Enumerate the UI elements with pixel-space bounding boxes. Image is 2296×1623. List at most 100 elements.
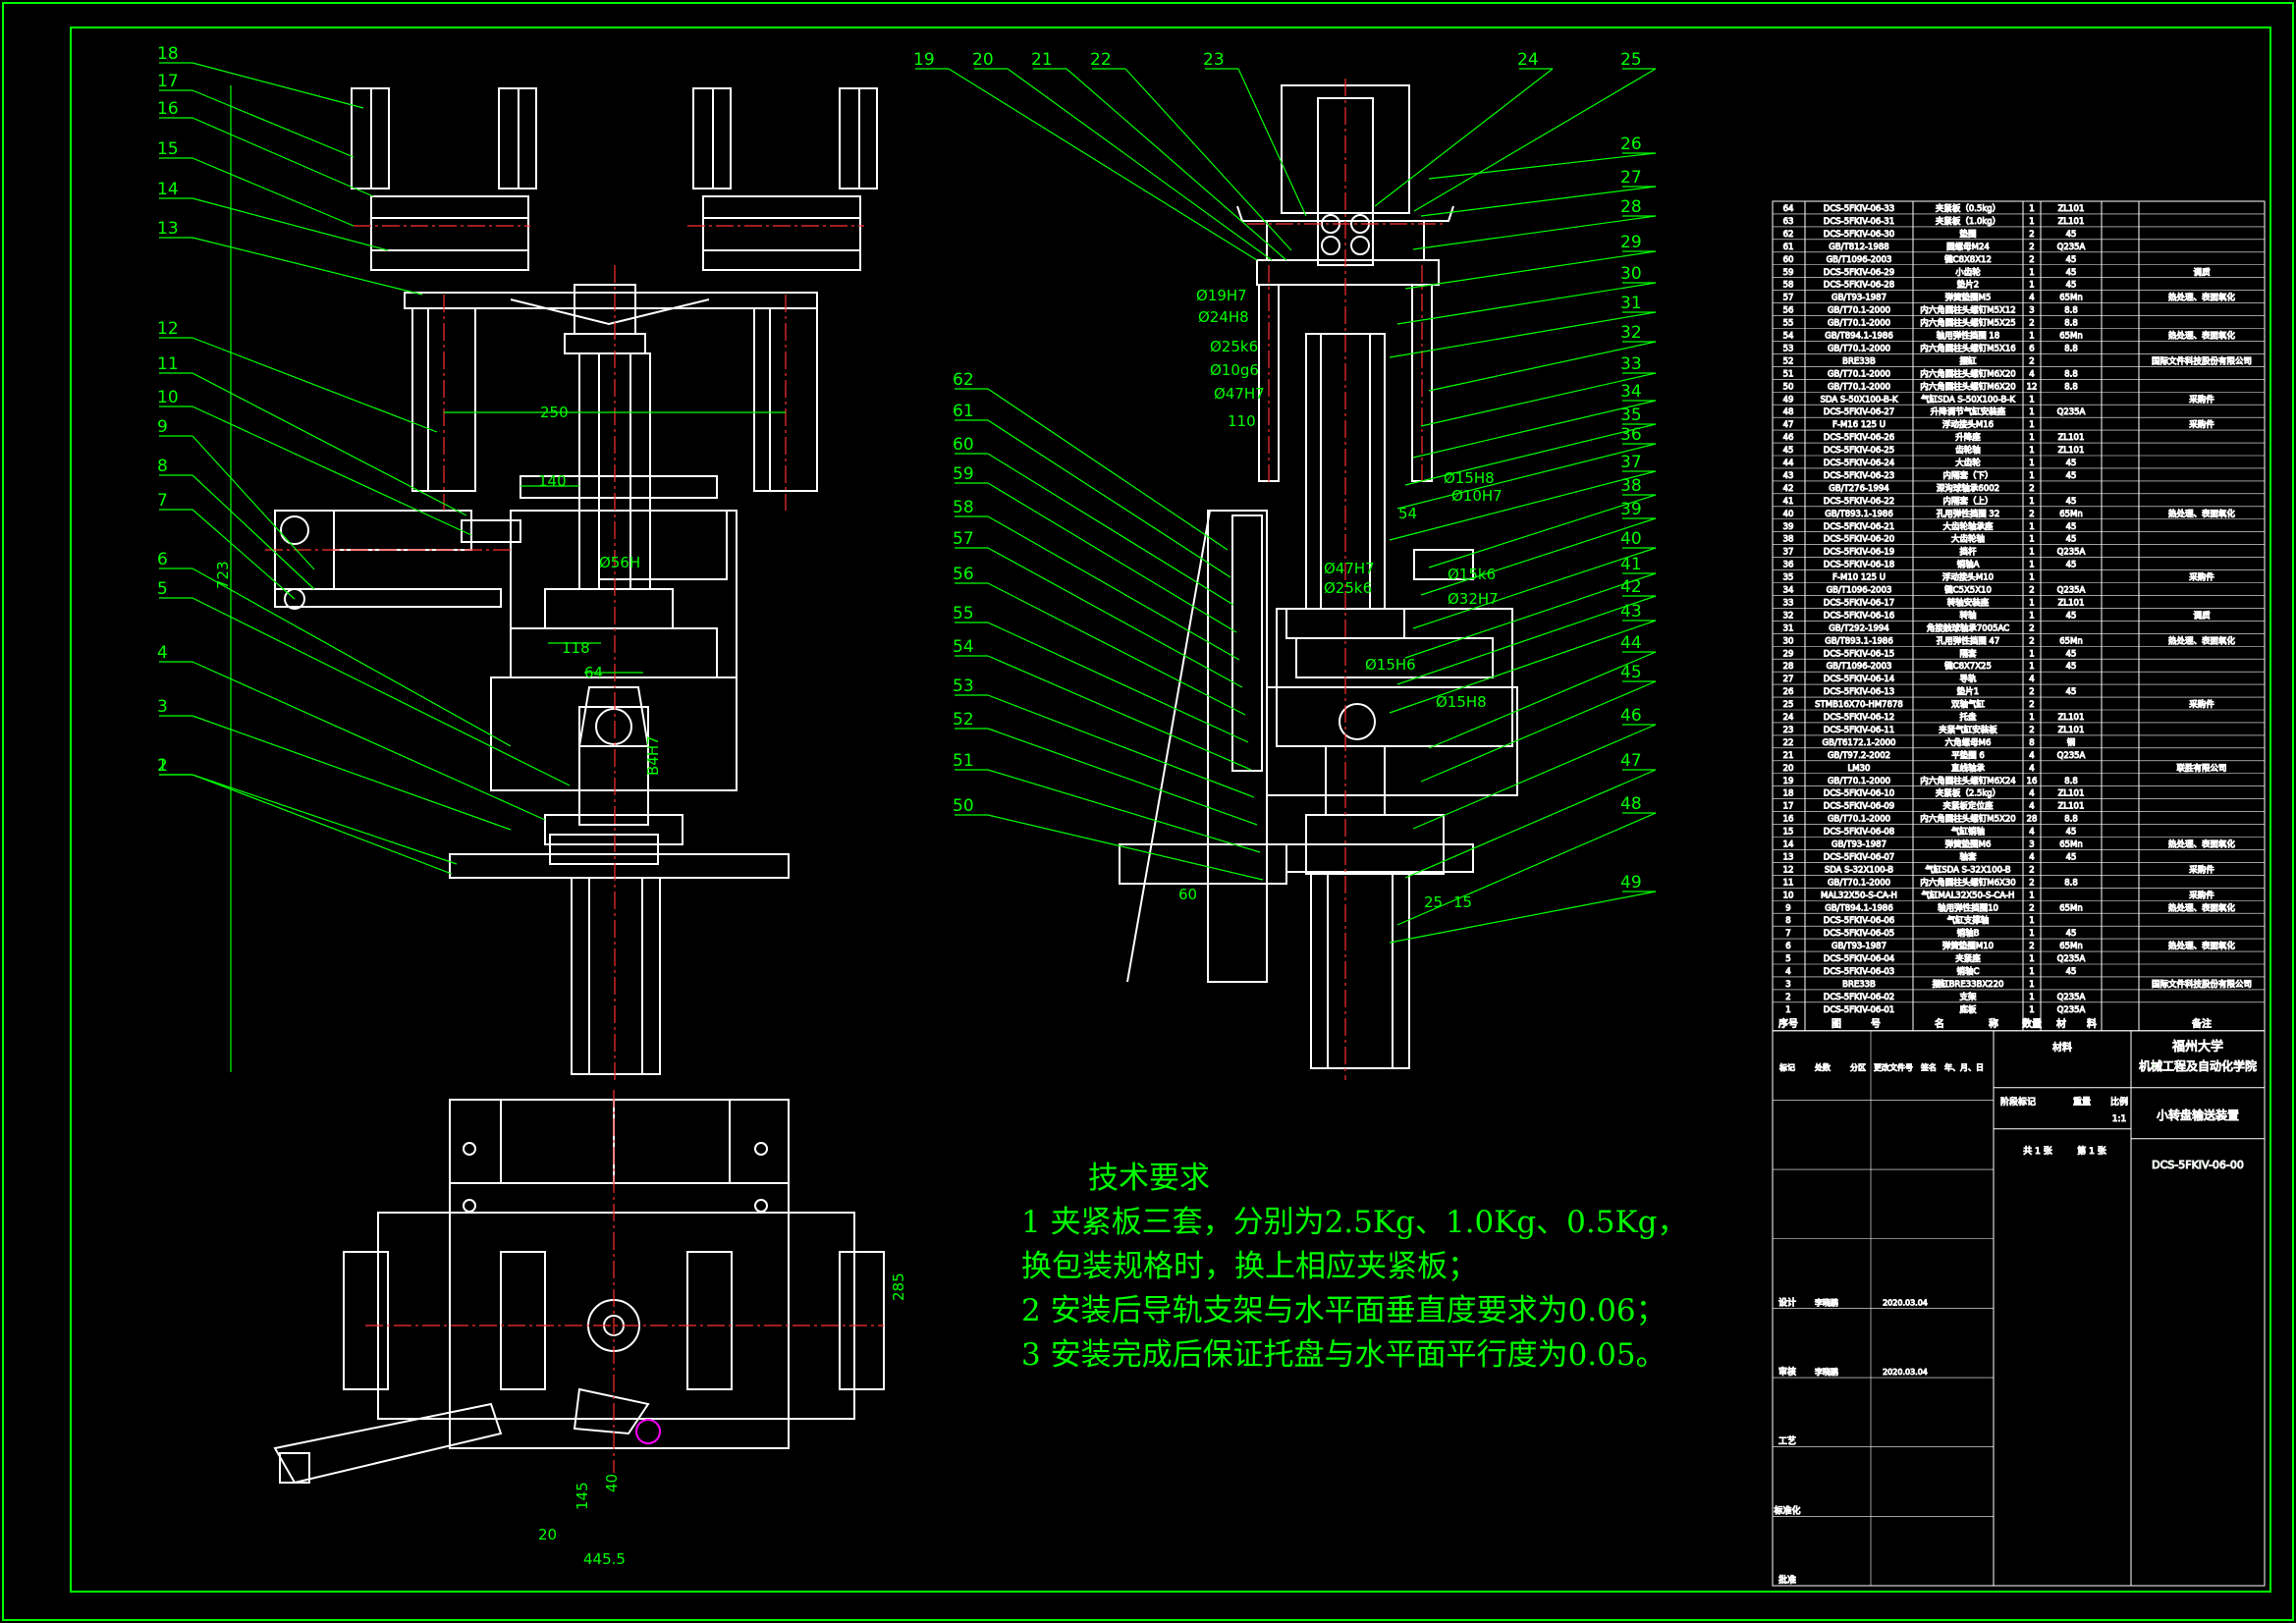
bom-cell-2-2: 支架 xyxy=(1959,992,1977,1002)
bom-cell-34-0: 34 xyxy=(1783,586,1794,596)
callout-16: 16 xyxy=(157,99,179,119)
dimension-right_view-9: Ø47H7 xyxy=(1324,560,1375,577)
bom-cell-7-3: 1 xyxy=(2029,929,2034,939)
dimension-left_view-1: 140 xyxy=(538,472,567,490)
bom-cell-43-4: 45 xyxy=(2066,471,2077,481)
bom-cell-4-4: 45 xyxy=(2066,967,2077,977)
callout-15: 15 xyxy=(157,139,179,159)
bom-cell-55-0: 55 xyxy=(1783,319,1794,329)
bom-cell-52-1: BRE33B xyxy=(1842,356,1876,366)
bom-cell-34-1: GB/T1096-2003 xyxy=(1827,586,1892,596)
top-view-centerlines xyxy=(365,1090,884,1473)
sheet-number: 第 1 张 xyxy=(2077,1145,2105,1157)
bom-cell-41-2: 内隔套（上） xyxy=(1942,496,1993,507)
row-label-4: 签名 xyxy=(1921,1062,1937,1072)
side-view-centerlines xyxy=(1247,79,1444,1080)
bom-cell-10-2: 气缸MAL32X50-S-CA-H xyxy=(1922,890,2015,900)
callout-47: 47 xyxy=(1620,751,1642,771)
bom-cell-62-1: DCS-5FKIV-06-30 xyxy=(1824,230,1894,240)
bom-cell-43-1: DCS-5FKIV-06-23 xyxy=(1824,471,1894,481)
bom-cell-5-4: Q235A xyxy=(2057,954,2086,964)
bom-cell-48-3: 1 xyxy=(2029,407,2034,417)
bom-cell-44-1: DCS-5FKIV-06-24 xyxy=(1824,459,1894,468)
bom-cell-12-0: 12 xyxy=(1783,865,1794,875)
callout-58: 58 xyxy=(953,498,974,517)
row-label-1: 处数 xyxy=(1815,1062,1831,1072)
bom-cell-40-0: 40 xyxy=(1783,510,1794,519)
bom-cell-40-1: GB/T893.1-1986 xyxy=(1825,510,1893,519)
dimension-right_view-12: Ø32H7 xyxy=(1448,590,1499,608)
callout-7: 7 xyxy=(157,491,168,511)
bom-cell-7-2: 销轴B xyxy=(1957,928,1980,939)
bom-cell-13-2: 轴套 xyxy=(1959,851,1977,862)
bom-cell-51-0: 51 xyxy=(1783,369,1794,379)
bom-cell-23-2: 夹紧气缸安装板 xyxy=(1939,725,1997,735)
bom-cell-61-2: 圆螺母M24 xyxy=(1946,242,1990,252)
callout-48: 48 xyxy=(1620,794,1642,814)
callout-29: 29 xyxy=(1620,233,1642,252)
callout-31: 31 xyxy=(1620,294,1642,313)
bom-cell-40-2: 孔用弹性挡圈 32 xyxy=(1937,509,2000,519)
callout-57: 57 xyxy=(953,529,974,549)
bom-cell-8-0: 8 xyxy=(1785,916,1790,926)
bom-cell-45-4: ZL101 xyxy=(2058,446,2085,456)
callout-38: 38 xyxy=(1620,476,1642,496)
bom-cell-35-2: 浮动接头M10 xyxy=(1942,572,1994,583)
bom-cell-52-0: 52 xyxy=(1783,356,1794,366)
university-name: 福州大学 xyxy=(2172,1039,2223,1055)
bom-cell-59-3: 1 xyxy=(2029,268,2034,278)
bom-cell-61-3: 2 xyxy=(2029,243,2034,252)
bom-cell-63-0: 63 xyxy=(1783,217,1794,227)
bom-cell-6-4: 65Mn xyxy=(2059,942,2083,951)
callout-42: 42 xyxy=(1620,577,1642,597)
bom-cell-6-0: 6 xyxy=(1785,942,1790,951)
tech-requirements-title: 技术要求 xyxy=(1088,1161,1210,1196)
callout-50: 50 xyxy=(953,796,974,816)
bom-cell-57-0: 57 xyxy=(1783,294,1794,303)
bom-cell-48-4: Q235A xyxy=(2057,407,2086,417)
bom-cell-23-4: ZL101 xyxy=(2058,726,2085,735)
bom-cell-39-0: 39 xyxy=(1783,522,1794,532)
bom-header-2: 号 xyxy=(1871,1018,1881,1030)
bom-cell-22-0: 22 xyxy=(1783,738,1794,748)
callout-35: 35 xyxy=(1620,406,1642,425)
bom-cell-58-1: DCS-5FKIV-06-28 xyxy=(1824,281,1894,291)
dimension-left_view-5: 723 xyxy=(214,561,232,589)
callout-13: 13 xyxy=(157,219,179,239)
bom-cell-51-2: 内六角圆柱头螺钉M6X20 xyxy=(1920,368,2015,379)
callout-45: 45 xyxy=(1620,663,1642,682)
bom-cell-38-0: 38 xyxy=(1783,535,1794,545)
bom-cell-8-3: 1 xyxy=(2029,916,2034,926)
bom-cell-57-2: 弹簧垫圈M5 xyxy=(1945,293,1992,303)
bom-cell-38-1: DCS-5FKIV-06-20 xyxy=(1824,535,1894,545)
bom-cell-13-0: 13 xyxy=(1783,852,1794,862)
bom-cell-25-1: STMB16X70-HM7878 xyxy=(1815,700,1903,710)
callout-60: 60 xyxy=(953,435,974,455)
bom-cell-9-4: 65Mn xyxy=(2059,903,2083,913)
dimension-labels: 25014011864Ø56H723B4H7Ø19H7Ø24H8Ø25k6Ø10… xyxy=(214,287,1503,1568)
bom-cell-44-0: 44 xyxy=(1783,459,1794,468)
bom-cell-54-3: 1 xyxy=(2029,332,2034,342)
bom-cell-43-3: 1 xyxy=(2029,471,2034,481)
front-view-centerlines xyxy=(265,225,864,1080)
bom-cell-30-4: 65Mn xyxy=(2059,636,2083,646)
bom-cell-9-3: 2 xyxy=(2029,903,2034,913)
bom-cell-34-2: 键C5X5X10 xyxy=(1944,585,1992,596)
stage-label: 阶段标记 xyxy=(2000,1096,2036,1108)
bom-cell-56-4: 8.8 xyxy=(2064,306,2078,316)
bom-cell-43-0: 43 xyxy=(1783,471,1794,481)
scale-label: 比例 xyxy=(2110,1096,2128,1108)
bom-cell-32-2: 转轴 xyxy=(1959,610,1976,621)
bom-cell-29-1: DCS-5FKIV-06-15 xyxy=(1824,649,1894,659)
technical-requirements: 技术要求 1 夹紧板三套，分别为2.5Kg、1.0Kg、0.5Kg， 换包装规格… xyxy=(1021,1157,1688,1378)
bom-cell-54-4: 65Mn xyxy=(2059,332,2083,342)
dimension-right_view-10: Ø25k6 xyxy=(1324,579,1372,597)
bom-cell-26-4: 45 xyxy=(2066,687,2077,697)
front-view-dimlines xyxy=(230,85,786,1072)
bom-cell-45-3: 1 xyxy=(2029,446,2034,456)
bom-cell-19-0: 19 xyxy=(1783,777,1794,786)
bom-cell-62-4: 45 xyxy=(2066,230,2077,240)
bom-cell-58-0: 58 xyxy=(1783,281,1794,291)
bom-header-4: 称 xyxy=(1989,1017,1998,1030)
